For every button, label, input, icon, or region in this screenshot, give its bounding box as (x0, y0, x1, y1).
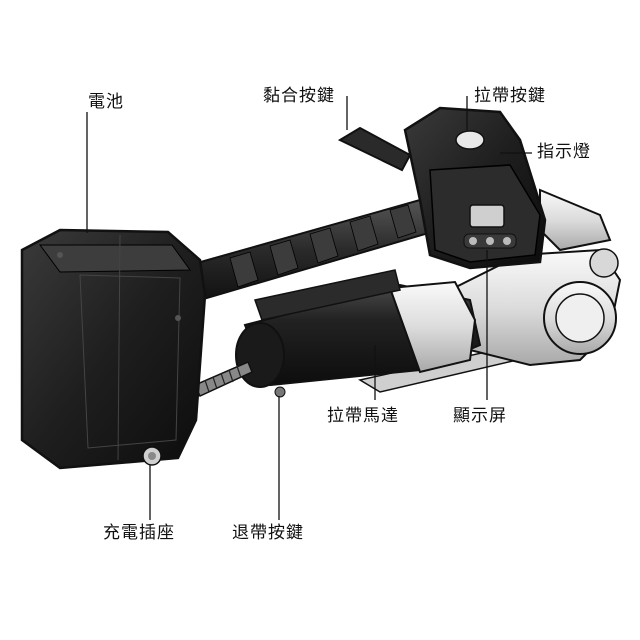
tension-motor-body (235, 269, 482, 398)
battery-pack (20, 228, 207, 470)
label-display-screen: 顯示屏 (453, 406, 507, 426)
label-indicator-light: 指示燈 (537, 142, 591, 162)
label-seal-button: 黏合按鍵 (263, 86, 335, 106)
head-housing (403, 106, 547, 270)
tension-button-cap (455, 130, 485, 150)
label-tension-button: 拉帶按鍵 (474, 86, 546, 106)
label-battery: 電池 (88, 92, 124, 112)
leader-lines (86, 96, 532, 520)
label-release-button: 退帶按鍵 (232, 523, 304, 543)
seal-lever (337, 126, 412, 172)
label-charging-socket: 充電插座 (103, 523, 175, 543)
label-tension-motor: 拉帶馬達 (327, 406, 399, 426)
